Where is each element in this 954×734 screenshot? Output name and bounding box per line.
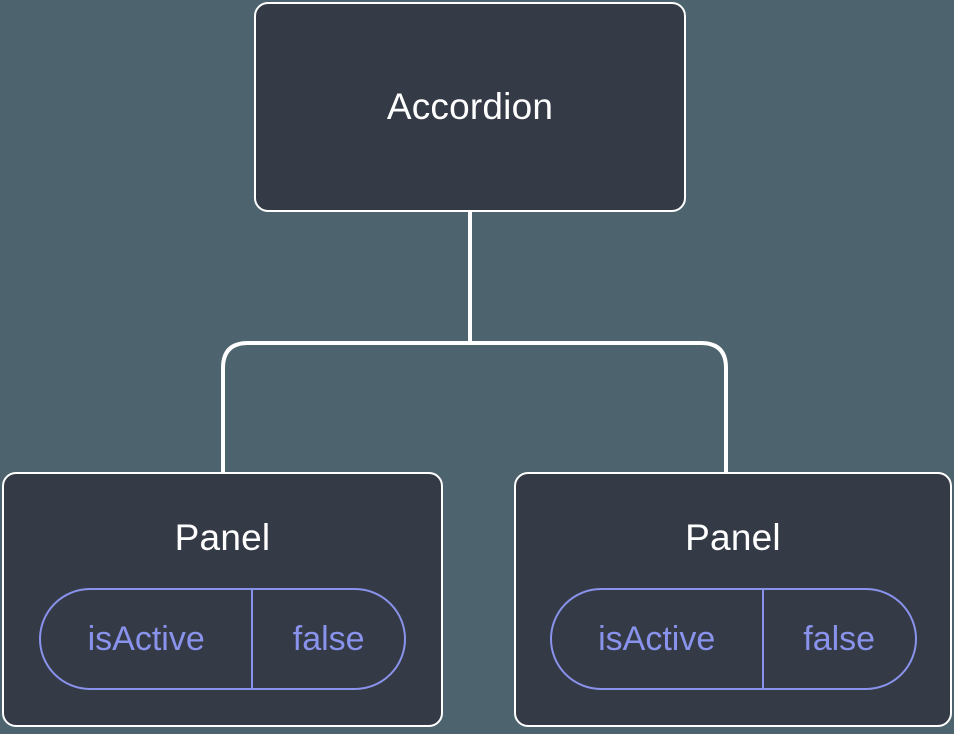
state-value: false xyxy=(292,619,365,658)
node-panel-left: Panel isActive false xyxy=(2,472,443,727)
node-accordion: Accordion xyxy=(254,2,686,212)
accordion-label: Accordion xyxy=(386,86,554,127)
state-key: isActive xyxy=(41,590,254,688)
state-value: false xyxy=(803,619,876,658)
state-key: isActive xyxy=(552,590,764,688)
state-pill: isActive false xyxy=(549,588,917,690)
connector-branch xyxy=(221,341,728,476)
panel-label: Panel xyxy=(685,517,781,558)
node-panel-right: Panel isActive false xyxy=(514,472,952,727)
panel-label: Panel xyxy=(174,517,271,558)
state-pill: isActive false xyxy=(39,588,406,690)
